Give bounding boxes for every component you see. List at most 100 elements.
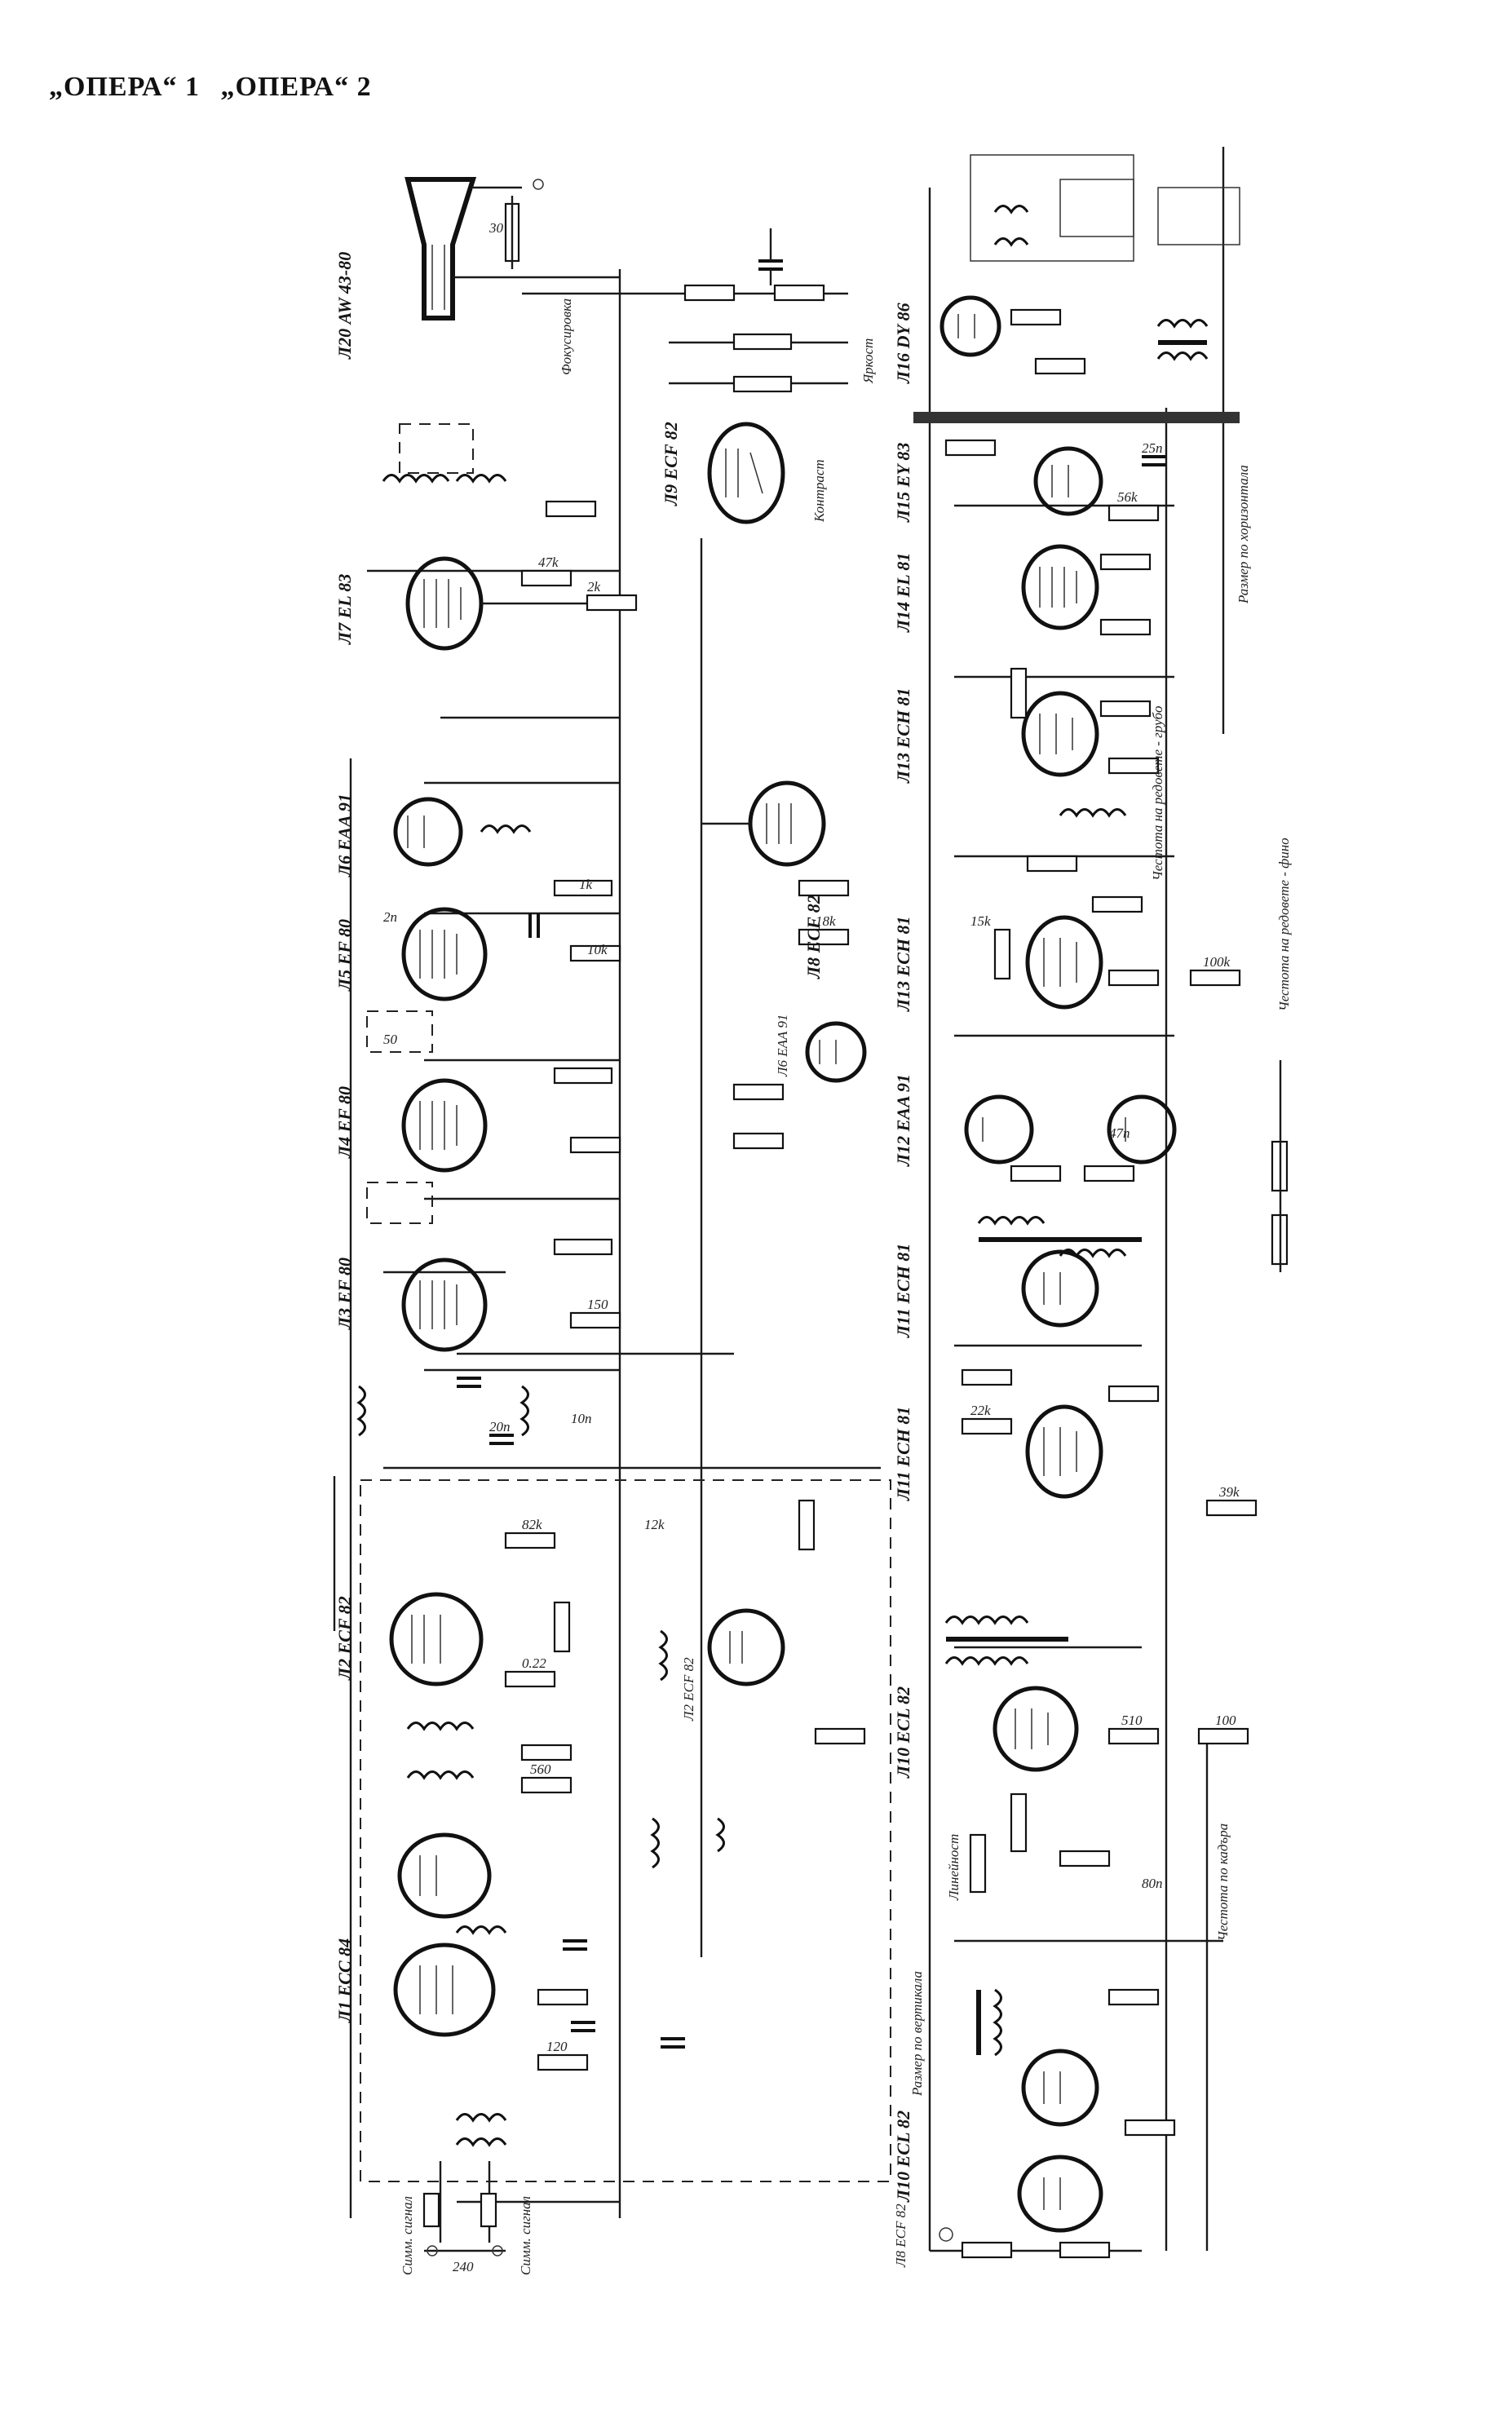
tube-l4-label: Л4 EF 80: [334, 1086, 355, 1159]
tube-l10: Размер по вертикала Л10 ECL 82: [893, 1971, 1176, 2233]
tube-l12: Л12 EAA 91: [893, 1074, 1177, 1182]
value-r-9: 120: [546, 2039, 568, 2054]
tube-l6-label: Л6 EAA 91: [334, 793, 355, 877]
tube-l15: Л15 EY 83: [893, 439, 1166, 523]
tuner-variable-caps: [563, 1939, 685, 2049]
focus-label: Фокусировка: [559, 298, 574, 375]
tube-l6b: Л6 EAA 91: [732, 1014, 867, 1150]
value-r-28: 100k: [1203, 954, 1231, 970]
tube-l5: Л5 EF 80: [334, 879, 621, 1001]
antenna-label-top: Симм. сигнал: [400, 2196, 415, 2275]
page-title: „ОПЕРА“ 1 „ОПЕРА“ 2: [49, 72, 372, 103]
tube-l10-label: Л10 ECL 82: [893, 2111, 913, 2203]
tube-l6: Л6 EAA 91: [334, 793, 532, 877]
v-freq-label: Честота по кадъра: [1215, 1823, 1231, 1941]
tube-l10-upper: Л10 ECL 82: [893, 1686, 1249, 1779]
vertical-output-transformer: [944, 1616, 1068, 1666]
crt-tube: Л20 AW 43-80: [334, 177, 620, 360]
linearity-label: Линейност: [946, 1834, 962, 1901]
value-r-4: 12k: [644, 1517, 665, 1532]
model-name-2: „ОПЕРА“ 2: [220, 72, 372, 102]
tube-l5-label: Л5 EF 80: [334, 919, 355, 992]
tube-l16-label: Л16 DY 86: [893, 303, 913, 384]
value-c-14: 80n: [1142, 1876, 1163, 1891]
brightness-label: Яркост: [860, 338, 876, 384]
component-value-labels: 1k 10k 47k 82k 12k 15k 22k 56k 0.22 120 …: [383, 220, 1240, 2054]
value-r-10: 150: [587, 1297, 608, 1312]
value-c-4: 25n: [1142, 440, 1163, 456]
value-r-2: 47k: [538, 555, 559, 570]
value-r-6: 22k: [970, 1403, 991, 1418]
tube-l13-upper-label: Л13 ECH 81: [893, 687, 913, 784]
width-control-label: Размер по хоризонтала: [1236, 465, 1251, 604]
contrast-label: Контраст: [811, 459, 827, 523]
value-r-16: 18k: [816, 913, 836, 929]
tube-l13-upper: Л13 ECH 81: [893, 667, 1160, 784]
tube-l13-label: Л13 ECH 81: [893, 916, 913, 1012]
value-r-21: 2k: [587, 579, 601, 595]
value-r-27: 510: [1121, 1713, 1143, 1728]
tube-l2-second: Л2 ECF 82: [658, 1499, 866, 1745]
tube-l2-second-label: Л2 ECF 82: [681, 1657, 696, 1722]
model-name-1: „ОПЕРА“ 1: [49, 72, 201, 102]
crt-tube-label: Л20 AW 43-80: [334, 252, 355, 360]
sync-input: Л8 ECF 82: [893, 2203, 1142, 2268]
value-r-7: 56k: [1117, 489, 1138, 505]
right-bus-wires: [928, 147, 1225, 2251]
tube-l7-label: Л7 EL 83: [334, 574, 355, 645]
value-c-1: 10n: [571, 1411, 592, 1426]
tube-l11: Л11 ECH 81: [893, 1368, 1258, 1517]
deflection-yoke: [970, 154, 1240, 262]
antenna-input: 240 Симм. сигнал Симм. сигнал: [400, 2113, 533, 2275]
tube-l2-label: Л2 ECF 82: [334, 1596, 355, 1681]
tube-l11-upper-label: Л11 ECH 81: [893, 1244, 913, 1338]
tube-l4: Л4 EF 80: [334, 1010, 621, 1173]
tuner-enclosure: [360, 1479, 891, 2182]
antenna-label-bottom: Симм. сигнал: [518, 2196, 533, 2275]
value-r-11: 560: [530, 1761, 551, 1777]
tube-l3: Л3 EF 80: [334, 1182, 621, 1352]
antenna-impedance: 240: [453, 2259, 474, 2274]
value-c-0: 2n: [383, 909, 397, 925]
tube-l9-label: Л9 ECF 82: [661, 422, 681, 506]
tube-l8-bottom-label: Л8 ECF 82: [893, 2203, 909, 2268]
value-c-5: 50: [383, 1032, 398, 1047]
value-r-3: 82k: [522, 1517, 542, 1532]
tube-l2: Л2 ECF 82: [334, 1532, 571, 1688]
h-frequency-controls: Честота на редовете - грубо Честота на р…: [1026, 706, 1292, 1011]
left-bus-wires: [333, 269, 881, 2218]
focus-control: Фокусировка: [504, 196, 574, 375]
h-freq-fine-label: Честота на редовете - фино: [1276, 838, 1292, 1011]
tube-l6b-label: Л6 EAA 91: [775, 1014, 790, 1077]
tube-l16: Л16 DY 86: [893, 295, 1209, 384]
tube-l9: Л9 ECF 82: [661, 422, 785, 524]
tuner-coil-bank: [406, 1722, 725, 1869]
value-c-3: 47n: [1109, 1125, 1130, 1141]
vertical-controls: Линейност Честота по кадъра: [946, 1792, 1231, 1941]
tube-l11-upper: Л11 ECH 81: [893, 1244, 1099, 1338]
if-coupling-coils: [356, 1377, 529, 1445]
brightness-contrast-network: Яркост Контраст: [522, 228, 876, 523]
value-c-2: 20n: [489, 1419, 511, 1434]
tube-l13: Л13 ECH 81: [893, 915, 1241, 1012]
hv-transformer-bar: [913, 412, 1240, 423]
tube-l12-label: Л12 EAA 91: [893, 1074, 913, 1167]
h-freq-coarse-label: Честота на редовете - грубо: [1150, 706, 1165, 881]
tube-l7: Л7 EL 83: [334, 556, 638, 651]
value-r-1: 10k: [587, 942, 608, 957]
tube-l1-label: Л1 ECC 84: [334, 1938, 355, 2023]
tube-l15-label: Л15 EY 83: [893, 443, 913, 523]
tube-l14-label: Л14 EL 81: [893, 553, 913, 633]
value-r-0: 1k: [579, 877, 593, 892]
value-r-13: 39k: [1218, 1484, 1240, 1500]
tube-l8-label: Л8 ECF 82: [803, 895, 824, 979]
height-control-label: Размер по вертикала: [909, 1971, 925, 2097]
tube-l8: Л8 ECF 82: [701, 780, 850, 979]
video-coil-block: [382, 423, 597, 518]
tube-l3-label: Л3 EF 80: [334, 1258, 355, 1330]
value-r-8: 0.22: [522, 1655, 546, 1671]
value-r-5: 15k: [970, 913, 991, 929]
tube-l10-upper-label: Л10 ECL 82: [893, 1686, 913, 1779]
tube-l14: Л14 EL 81: [893, 544, 1152, 636]
